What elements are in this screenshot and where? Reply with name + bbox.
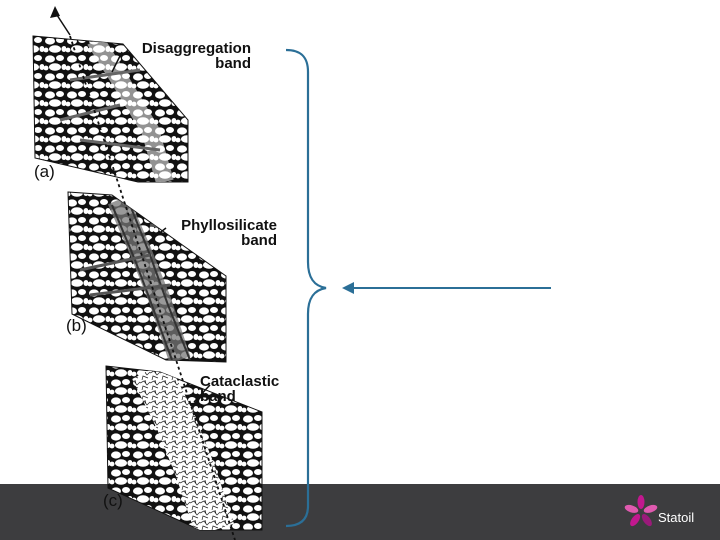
panel-b-block: [67, 191, 227, 363]
label-phyllosilicate-line1: Phyllosilicate: [181, 217, 277, 234]
label-phyllosilicate: Phyllosilicate band: [150, 218, 277, 248]
label-disaggregation: Disaggregation band: [116, 41, 251, 71]
label-cataclastic-line1: Cataclastic: [200, 373, 280, 390]
statoil-logo-icon: [624, 495, 658, 527]
label-cataclastic-line2: band: [200, 388, 236, 405]
pointer-c: [193, 384, 211, 403]
panel-letter-b: (b): [66, 316, 87, 335]
fault-trace: [50, 6, 236, 540]
label-disaggregation-line1: Disaggregation: [141, 40, 251, 57]
pointer-arrow: [342, 282, 551, 294]
panel-letter-a: (a): [34, 162, 55, 181]
label-disaggregation-line2: band: [215, 55, 251, 72]
pointer-a: [111, 51, 123, 73]
panel-a-block: [32, 35, 189, 183]
panel-c-block: [105, 365, 263, 531]
label-cataclastic: Cataclastic band: [200, 374, 300, 404]
label-phyllosilicate-line2: band: [241, 232, 277, 249]
curly-brace: [285, 48, 327, 528]
panel-letter-c: (c): [103, 491, 123, 510]
statoil-logo-text: Statoil: [658, 510, 695, 525]
pointer-b: [147, 227, 167, 243]
